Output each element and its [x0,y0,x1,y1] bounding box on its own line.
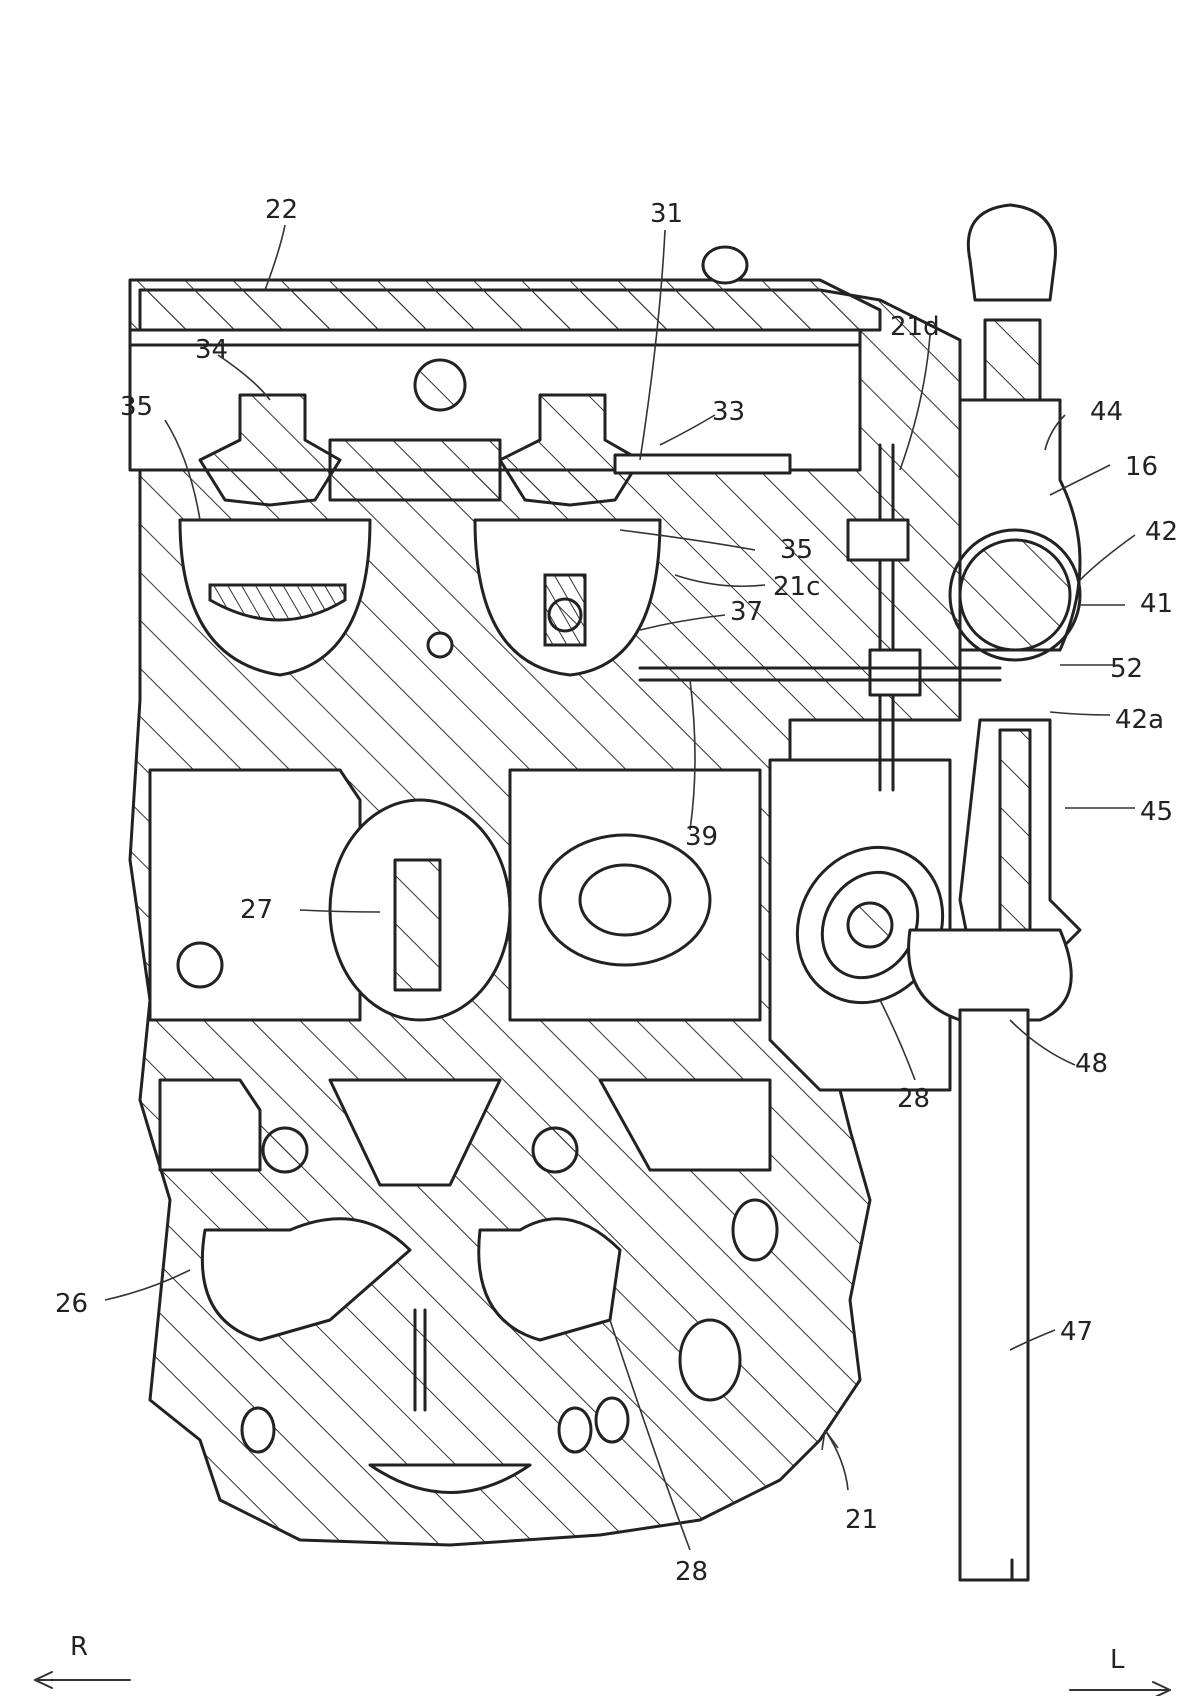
label-35-right: 35 [780,535,813,565]
label-27: 27 [240,895,273,925]
label-26: 26 [55,1289,88,1319]
direction-label-r: R [70,1632,88,1662]
label-21d: 21d [890,312,940,342]
label-34: 34 [195,335,228,365]
label-37: 37 [730,597,763,627]
reference-numerals: 22 31 21d 34 35 33 44 16 35 42 21c 37 41… [55,195,1178,1587]
direction-indicators: R L [34,1632,1171,1696]
camshaft-assembly [178,358,792,677]
combustion-chamber-region [158,1078,779,1494]
label-21: 21 [845,1505,878,1535]
label-44: 44 [1090,397,1123,427]
label-21c: 21c [773,572,820,602]
direction-label-l: L [1110,1645,1125,1675]
injector-assembly [768,758,952,1092]
label-45: 45 [1140,797,1173,827]
label-22: 22 [265,195,298,225]
fuel-supply-assembly [638,203,1082,1582]
label-33: 33 [712,397,745,427]
label-39: 39 [685,822,718,852]
label-31: 31 [650,199,683,229]
label-35-left: 35 [120,392,153,422]
label-47: 47 [1060,1317,1093,1347]
label-52: 52 [1110,654,1143,684]
intake-port-region [148,768,762,1022]
label-42a: 42a [1115,705,1164,735]
leader-lines [104,224,1136,1551]
label-16: 16 [1125,452,1158,482]
label-41: 41 [1140,589,1173,619]
label-48: 48 [1075,1049,1108,1079]
label-28-lower: 28 [675,1557,708,1587]
label-42: 42 [1145,517,1178,547]
label-28-upper: 28 [897,1084,930,1114]
